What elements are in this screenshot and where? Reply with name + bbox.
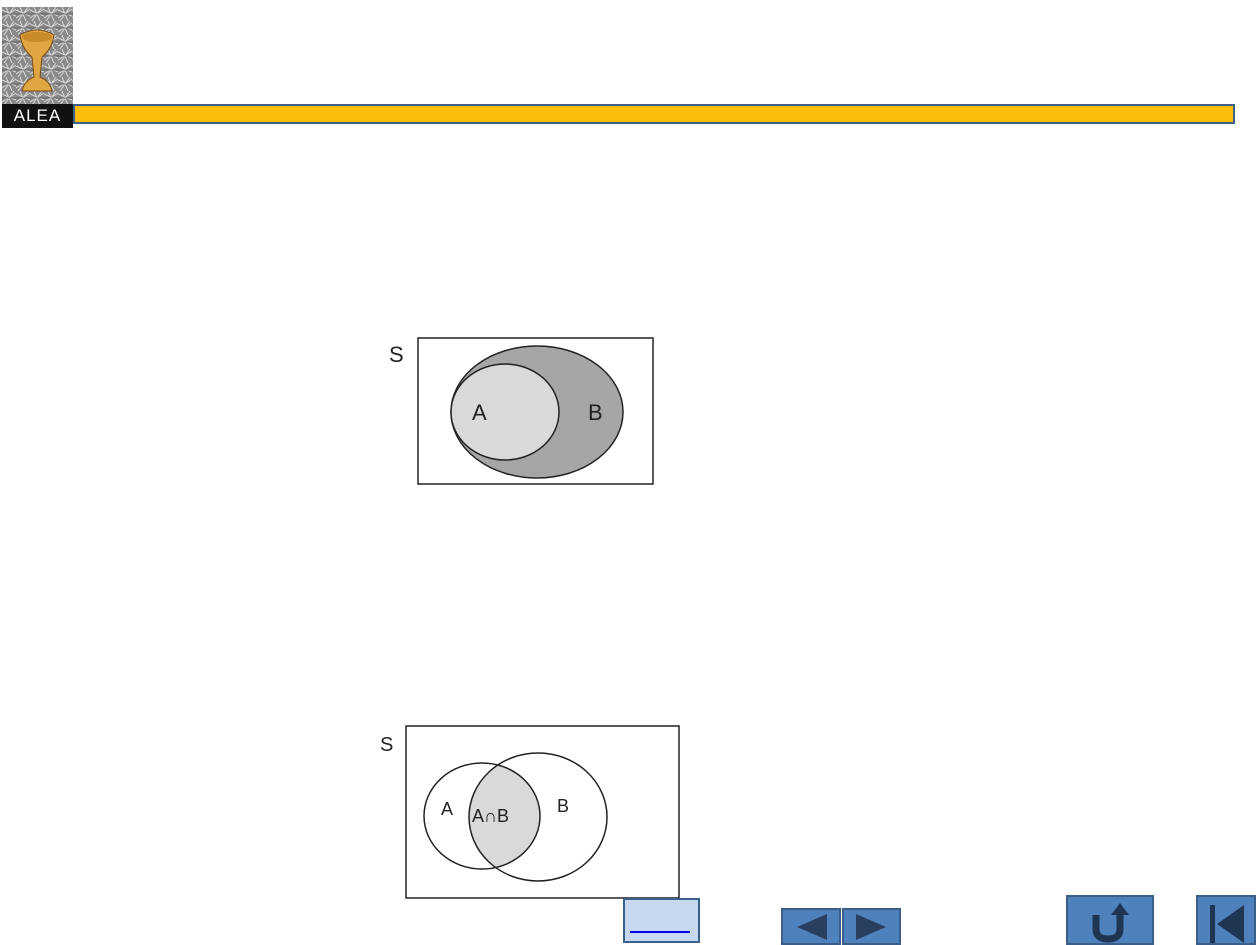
- universe-label: S: [380, 734, 393, 756]
- skip-to-start-icon: [1210, 905, 1244, 943]
- header-bar: [73, 104, 1235, 124]
- alea-logo: [2, 7, 73, 128]
- logo-label: ALEA: [13, 106, 62, 125]
- intersection-label: A∩B: [472, 806, 509, 826]
- set-a-label: A: [472, 400, 487, 425]
- triangle-left-icon: [797, 914, 827, 940]
- subset-venn-diagram: S A B: [389, 337, 654, 485]
- first-slide-button[interactable]: [1196, 895, 1256, 945]
- set-a-ellipse: [450, 363, 560, 461]
- intersection-region: [469, 763, 540, 869]
- return-button[interactable]: [1066, 895, 1154, 945]
- u-turn-arrow-icon: [1092, 903, 1129, 943]
- triangle-right-icon: [856, 914, 886, 940]
- universe-label: S: [389, 342, 404, 367]
- set-a-label: A: [441, 799, 453, 819]
- link-underline: [630, 931, 690, 933]
- set-a-circle: [423, 762, 541, 870]
- set-b-label: B: [588, 400, 603, 425]
- universe-rectangle: [405, 725, 680, 899]
- intersection-venn-diagram: S A A∩B B: [380, 725, 680, 899]
- next-button[interactable]: [842, 908, 901, 945]
- set-b-circle: [468, 752, 608, 882]
- glossary-link-button[interactable]: [623, 898, 700, 943]
- set-b-label: B: [557, 796, 569, 816]
- previous-button[interactable]: [781, 908, 841, 945]
